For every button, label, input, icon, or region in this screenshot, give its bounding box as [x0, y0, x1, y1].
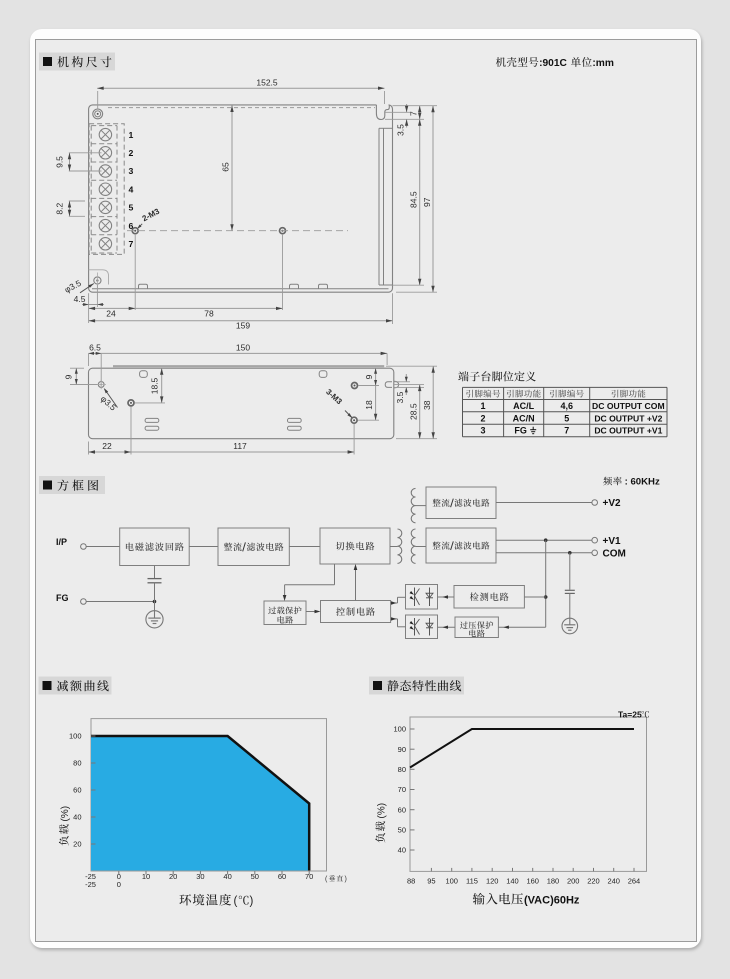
svg-text:5: 5: [129, 203, 134, 213]
svg-text:80: 80: [73, 759, 81, 768]
svg-text:7: 7: [564, 426, 569, 436]
svg-text:(: (: [325, 876, 328, 883]
svg-text:84.5: 84.5: [409, 191, 419, 208]
svg-text:40: 40: [223, 872, 231, 881]
svg-text:88: 88: [407, 877, 415, 886]
svg-text:24: 24: [106, 308, 116, 318]
svg-text:0: 0: [117, 872, 121, 881]
svg-text:18: 18: [364, 400, 374, 410]
svg-text:180: 180: [547, 877, 560, 886]
svg-text:97: 97: [422, 197, 432, 207]
svg-text:70: 70: [305, 872, 313, 881]
svg-text:: 60KHz: : 60KHz: [625, 477, 660, 488]
svg-text:60: 60: [73, 786, 81, 795]
svg-text:2-M3: 2-M3: [141, 207, 162, 224]
svg-text:+V2: +V2: [603, 498, 622, 509]
svg-text:7: 7: [129, 239, 134, 249]
svg-text:4: 4: [129, 184, 134, 194]
svg-text:I/P: I/P: [56, 537, 67, 547]
svg-text:30: 30: [196, 872, 204, 881]
svg-text:220: 220: [587, 877, 600, 886]
svg-text:4.5: 4.5: [74, 294, 86, 304]
svg-text:DC OUTPUT +V2: DC OUTPUT +V2: [594, 413, 662, 423]
svg-text:95: 95: [427, 877, 435, 886]
svg-text:φ3.5: φ3.5: [99, 394, 119, 413]
svg-text:AC/L: AC/L: [513, 401, 534, 411]
svg-text::901C: :901C: [539, 58, 567, 69]
svg-text:140: 140: [506, 877, 519, 886]
svg-text:20: 20: [73, 840, 81, 849]
svg-text:20: 20: [169, 872, 177, 881]
svg-text:(VAC)60Hz: (VAC)60Hz: [524, 895, 580, 907]
svg-text:(: (: [234, 896, 238, 908]
svg-text:100: 100: [393, 725, 406, 734]
svg-text:159: 159: [236, 320, 250, 330]
svg-text:40: 40: [73, 813, 81, 822]
svg-text:22: 22: [102, 441, 112, 451]
svg-text:COM: COM: [603, 548, 626, 559]
svg-text:3.5: 3.5: [395, 391, 405, 403]
svg-text:2: 2: [481, 413, 486, 423]
svg-text:160: 160: [526, 877, 539, 886]
svg-text:90: 90: [398, 745, 406, 754]
svg-text:3: 3: [481, 426, 486, 436]
svg-text:50: 50: [251, 872, 259, 881]
svg-text:0: 0: [117, 880, 121, 889]
svg-text:200: 200: [567, 877, 580, 886]
svg-text:): ): [345, 876, 347, 883]
svg-text:240: 240: [607, 877, 620, 886]
svg-text:5: 5: [564, 413, 569, 423]
svg-text:6: 6: [129, 221, 134, 231]
svg-text::mm: :mm: [592, 58, 614, 69]
svg-text:120: 120: [486, 877, 499, 886]
svg-text:70: 70: [398, 785, 406, 794]
svg-text:1: 1: [481, 401, 486, 411]
svg-text:9: 9: [64, 374, 74, 379]
svg-text:117: 117: [233, 441, 247, 451]
svg-text:DC OUTPUT +V1: DC OUTPUT +V1: [594, 426, 662, 436]
svg-text:50: 50: [398, 825, 406, 834]
svg-text:152.5: 152.5: [256, 78, 278, 88]
svg-text:+V1: +V1: [603, 536, 622, 547]
svg-text:40: 40: [398, 846, 406, 855]
svg-text:115: 115: [466, 877, 478, 886]
svg-text:2: 2: [129, 148, 134, 158]
svg-text:(%): (%): [60, 806, 71, 822]
svg-text:78: 78: [204, 308, 214, 318]
svg-text:): ): [250, 896, 254, 908]
svg-text:3-M3: 3-M3: [324, 387, 344, 406]
svg-text:60: 60: [398, 805, 406, 814]
svg-text:-25: -25: [85, 880, 96, 889]
svg-text:1: 1: [129, 130, 134, 140]
svg-text:38: 38: [422, 400, 432, 410]
svg-text:100: 100: [69, 732, 82, 741]
svg-text:(%): (%): [376, 803, 387, 819]
svg-text:3.5: 3.5: [396, 124, 406, 136]
svg-text:100: 100: [445, 877, 458, 886]
svg-text:80: 80: [398, 765, 406, 774]
svg-text:FG: FG: [514, 426, 527, 436]
svg-text:28.5: 28.5: [409, 403, 419, 420]
svg-text:-25: -25: [85, 872, 96, 881]
svg-text:10: 10: [142, 872, 150, 881]
svg-text:4,6: 4,6: [560, 401, 573, 411]
svg-text:60: 60: [278, 872, 286, 881]
svg-text:6.5: 6.5: [89, 342, 101, 352]
svg-text:150: 150: [236, 342, 250, 352]
svg-text:AC/N: AC/N: [513, 413, 535, 423]
svg-text:9: 9: [364, 374, 374, 379]
svg-text:9.5: 9.5: [55, 156, 65, 168]
svg-text:DC OUTPUT COM: DC OUTPUT COM: [592, 401, 665, 411]
svg-text:8.2: 8.2: [55, 203, 65, 215]
svg-text:FG: FG: [56, 593, 69, 603]
svg-text:7: 7: [409, 111, 419, 116]
svg-text:65: 65: [221, 162, 231, 172]
svg-text:Ta=25: Ta=25: [618, 710, 642, 720]
svg-text:φ3.5: φ3.5: [63, 278, 83, 295]
svg-text:3: 3: [129, 166, 134, 176]
svg-text:264: 264: [628, 877, 641, 886]
svg-text:18.5: 18.5: [150, 377, 160, 394]
